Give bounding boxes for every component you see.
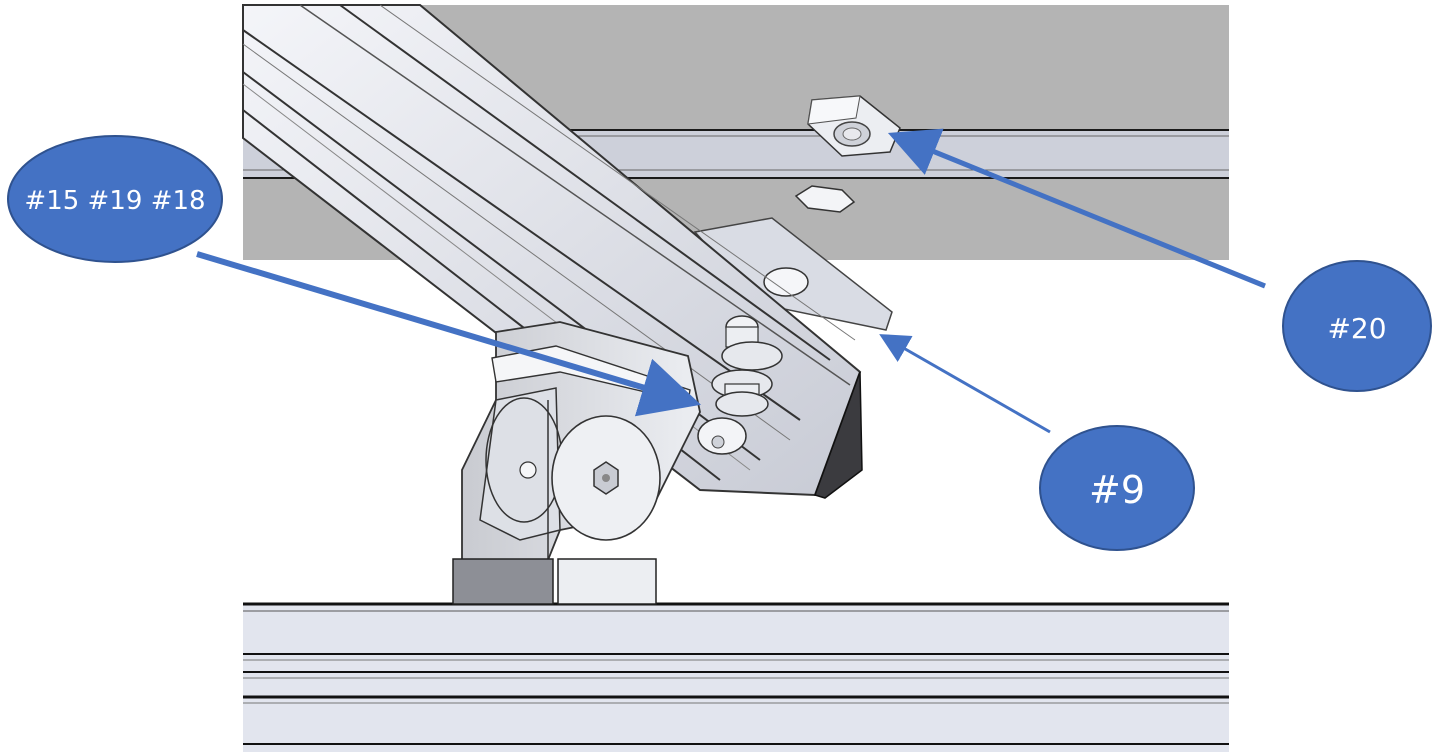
bolt-icon [697, 315, 783, 455]
callout-label-20: #20 [1327, 312, 1386, 345]
base-rail [243, 602, 1229, 752]
callout-label-15-19-18: #15 #19 #18 [24, 186, 205, 216]
callout-label-9: #9 [1089, 468, 1145, 512]
arrow-to-hinge [196, 251, 701, 417]
leader-arrows [196, 128, 1266, 434]
base-feet [452, 558, 657, 605]
callout-parts-15-19-18: #15 #19 #18 [7, 135, 223, 263]
callout-part-9: #9 [1039, 425, 1195, 551]
hex-nut-icon [807, 95, 901, 157]
callout-part-20: #20 [1282, 260, 1432, 392]
hinge-icon [461, 321, 701, 581]
slot-icon [794, 185, 856, 213]
arrow-to-nut [887, 128, 1266, 289]
arrow-to-plate [879, 334, 1051, 434]
